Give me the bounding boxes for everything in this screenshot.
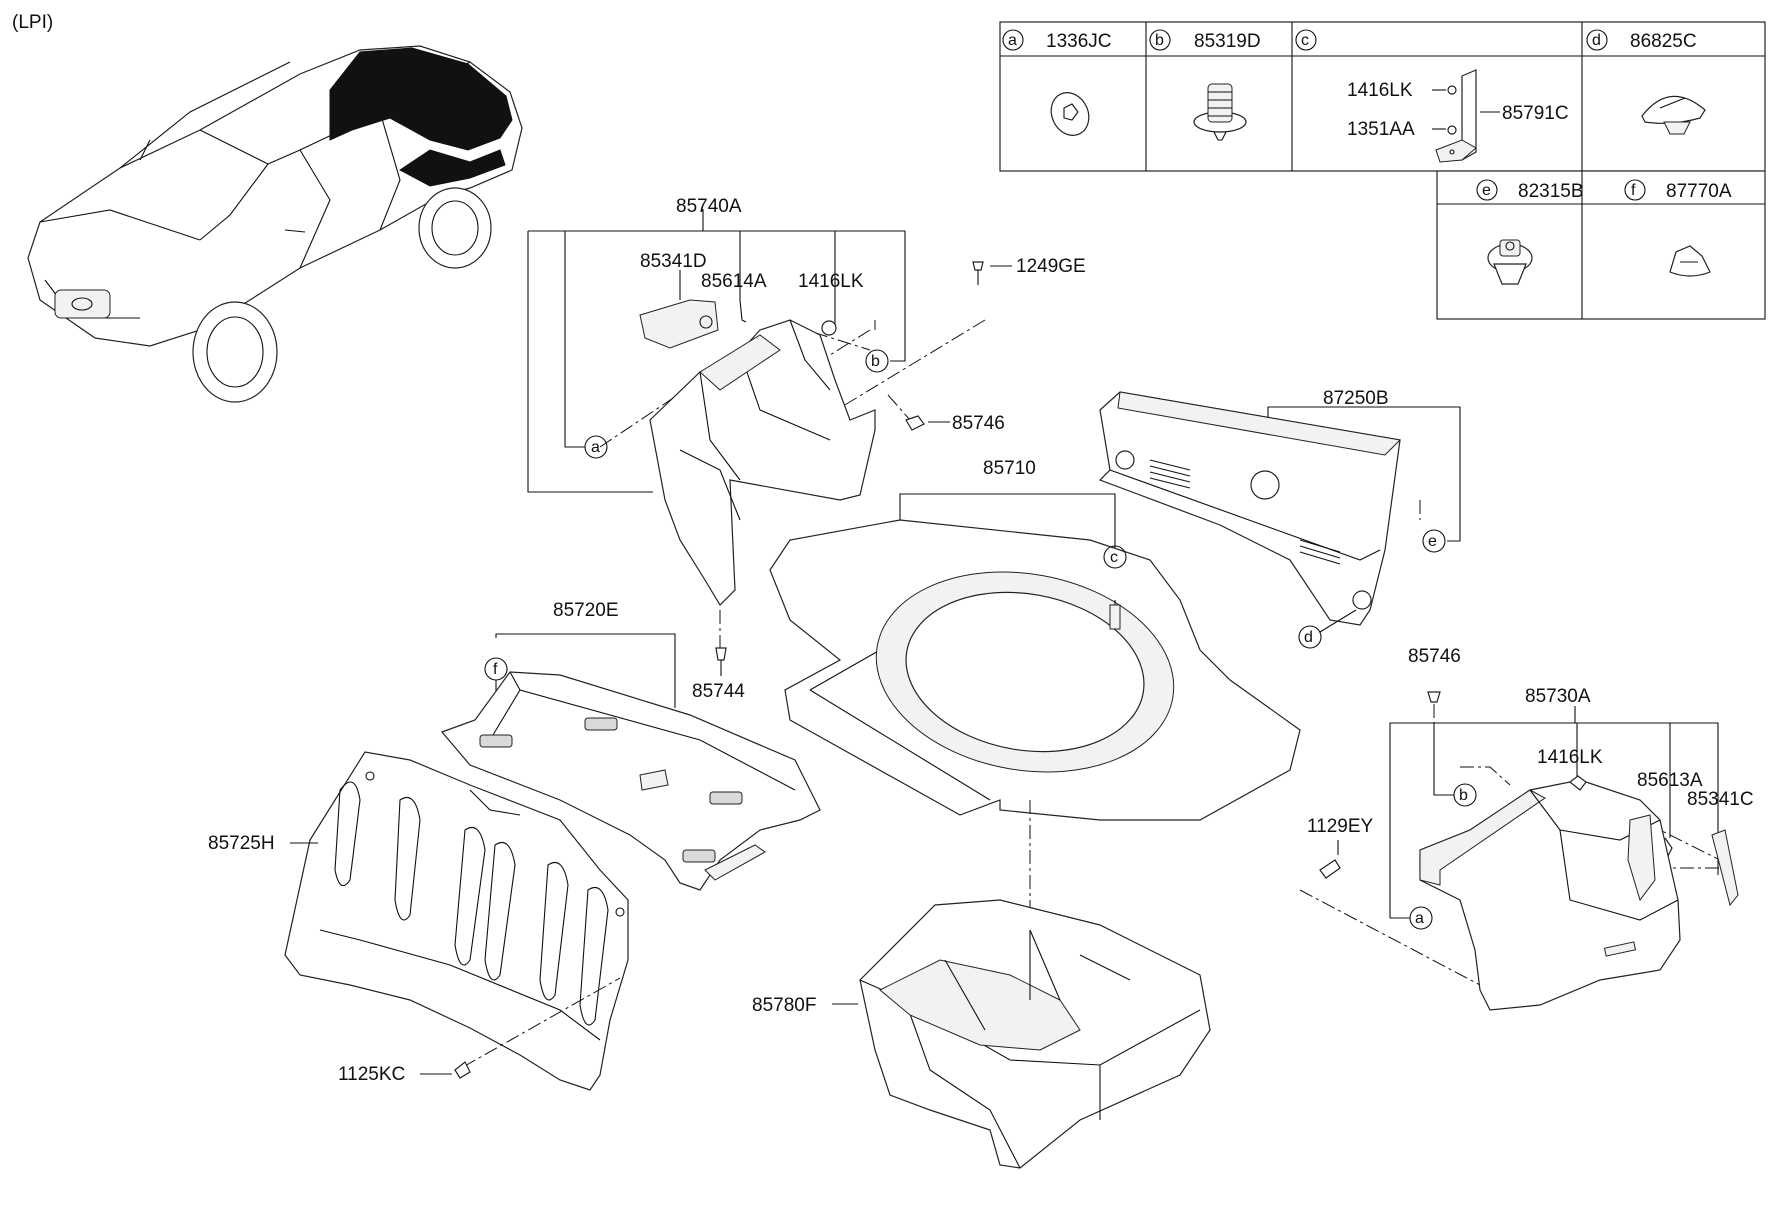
luggage-tray-spare-box xyxy=(832,899,1211,1169)
legend-letter: f xyxy=(1631,182,1636,199)
marker-e-panel: e xyxy=(1428,533,1437,550)
callout-1249GE: 1249GE xyxy=(1016,256,1086,277)
package-tray-anti-noise-pad xyxy=(284,751,629,1091)
marker-c-mat: c xyxy=(1110,549,1118,566)
legend-letter: a xyxy=(1008,32,1017,49)
fastener-clip-icon xyxy=(1669,245,1711,277)
bolt-1129EY-icon xyxy=(1319,859,1341,879)
bolt-1416LK-right-icon xyxy=(1569,775,1587,791)
legend-letter: e xyxy=(1482,182,1491,199)
marker-a-left: a xyxy=(591,439,600,456)
callout-85341D: 85341D xyxy=(640,251,707,272)
marker-b-left: b xyxy=(871,353,880,370)
callout-1416LK-left: 1416LK xyxy=(798,271,864,292)
legend-cell-e: e 82315B xyxy=(1476,179,1584,285)
legend-cell-a: a 1336JC xyxy=(1002,29,1112,136)
right-trunk-trim-assembly: b a xyxy=(1299,691,1739,1011)
callout-87250B: 87250B xyxy=(1323,388,1389,409)
legend-letter: b xyxy=(1155,32,1164,49)
legend-part-number: 86825C xyxy=(1630,31,1697,52)
callout-85725H: 85725H xyxy=(208,833,275,854)
trim-plug-cap-icon xyxy=(1641,95,1706,135)
callout-85614A: 85614A xyxy=(701,271,767,292)
legend-part-number: 85319D xyxy=(1194,31,1261,52)
callout-85710: 85710 xyxy=(983,458,1036,479)
marker-f-shelf: f xyxy=(493,661,498,678)
legend-part-number: 82315B xyxy=(1518,181,1584,202)
legend-cell-b: b 85319D xyxy=(1149,29,1261,141)
legend-cell-f: f 87770A xyxy=(1624,179,1732,277)
callout-85613A: 85613A xyxy=(1637,770,1703,791)
push-pin-85744-icon xyxy=(715,647,727,661)
callout-1129EY: 1129EY xyxy=(1307,816,1374,837)
callout-85780F: 85780F xyxy=(752,995,816,1016)
callout-1125KC: 1125KC xyxy=(338,1064,405,1085)
clip-85746-left-icon xyxy=(905,415,925,431)
variant-note: (LPI) xyxy=(12,12,53,33)
legend-part-number: 1336JC xyxy=(1046,31,1112,52)
bracket-85341C-icon xyxy=(1711,829,1739,907)
legend-letter: d xyxy=(1592,32,1601,49)
bolt-1125KC-icon xyxy=(454,1061,471,1079)
callout-85720E: 85720E xyxy=(553,600,619,621)
legend-cell-d: d 86825C xyxy=(1586,29,1706,135)
marker-b-right: b xyxy=(1459,787,1468,804)
legend-sub-part-1416LK: 1416LK xyxy=(1347,80,1413,101)
fastener-legend-table: a 1336JC b 85319D c 1416LK 1351AA 85791C xyxy=(999,21,1766,320)
callout-85746-right: 85746 xyxy=(1408,646,1461,667)
callout-85744: 85744 xyxy=(692,681,745,702)
callout-85740A: 85740A xyxy=(676,196,742,217)
bolt-1416LK-left-icon xyxy=(821,320,837,336)
vehicle-overview-illustration xyxy=(27,45,523,403)
lock-washer-icon xyxy=(1050,92,1090,136)
callout-85746-left: 85746 xyxy=(952,413,1005,434)
marker-a-right: a xyxy=(1415,910,1424,927)
legend-letter: c xyxy=(1301,32,1309,49)
screw-1249GE-icon xyxy=(972,261,984,271)
left-trunk-trim-assembly: a b xyxy=(527,209,1012,676)
clip-85746-right-icon xyxy=(1427,691,1441,703)
marker-d-panel: d xyxy=(1304,629,1313,646)
legend-sub-part-85791C: 85791C xyxy=(1502,103,1569,124)
legend-cell-c: c 1416LK 1351AA 85791C xyxy=(1295,29,1569,163)
callout-85730A: 85730A xyxy=(1525,686,1591,707)
legend-sub-part-1351AA: 1351AA xyxy=(1347,119,1415,140)
trunk-floor-covering: c xyxy=(769,493,1301,1000)
retainer-clip-icon xyxy=(1487,239,1533,285)
push-clip-icon xyxy=(1193,83,1247,141)
legend-part-number: 87770A xyxy=(1666,181,1732,202)
trunk-rear-trim-panel: e d xyxy=(1098,391,1461,649)
callout-1416LK-right: 1416LK xyxy=(1537,747,1603,768)
rear-package-tray-trim: f xyxy=(440,633,821,891)
mounting-bracket-icon xyxy=(1435,69,1477,163)
callout-85341C: 85341C xyxy=(1687,789,1754,810)
